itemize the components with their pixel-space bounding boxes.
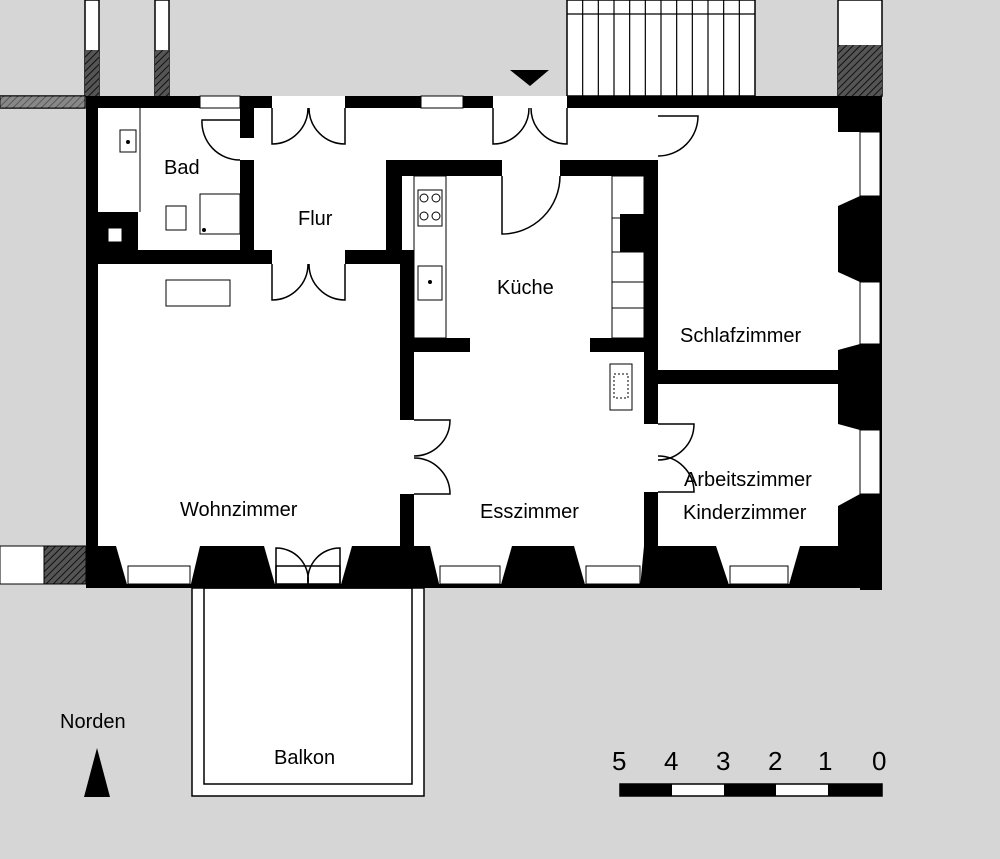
room-label-bad: Bad: [164, 157, 200, 179]
scale-label: 3: [716, 746, 730, 776]
scale-label: 4: [664, 746, 678, 776]
balcony: [191, 587, 425, 797]
neighbor-structure: [0, 0, 883, 109]
north-arrow-icon: [84, 748, 110, 797]
entrance-arrow-icon: [510, 70, 549, 86]
north-label: Norden: [60, 711, 126, 733]
staircase: [566, 0, 756, 97]
room-label-balkon: Balkon: [274, 747, 335, 769]
room-label-kinderzimmer: Kinderzimmer: [683, 502, 807, 524]
scale-label: 0: [872, 746, 886, 776]
doors: [201, 107, 699, 585]
room-label-arbeitszimmer: Arbeitszimmer: [684, 469, 812, 491]
room-label-kueche: Küche: [497, 277, 554, 299]
north-indicator: Norden: [60, 711, 126, 797]
scale-label: 5: [612, 746, 626, 776]
room-label-flur: Flur: [298, 208, 333, 230]
scale-label: 2: [768, 746, 782, 776]
apartment-floor: [86, 96, 882, 588]
room-label-esszimmer: Esszimmer: [480, 501, 579, 523]
room-label-schlafzimmer: Schlafzimmer: [680, 325, 801, 347]
fixtures: [107, 108, 645, 411]
scale-label: 1: [818, 746, 832, 776]
walls: [86, 96, 882, 590]
room-labels: Bad Flur Küche Schlafzimmer Arbeitszimme…: [164, 157, 812, 769]
room-label-wohnzimmer: Wohnzimmer: [180, 499, 298, 521]
scale-bar: 5 4 3 2 1 0: [612, 746, 886, 797]
windows: [0, 95, 881, 585]
